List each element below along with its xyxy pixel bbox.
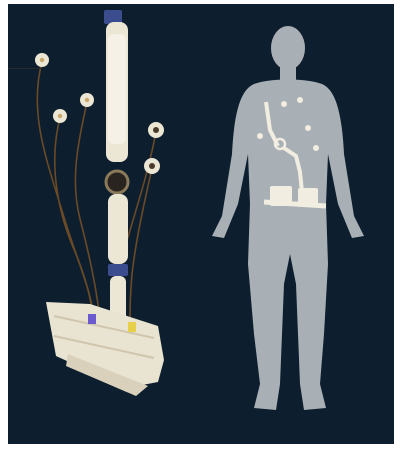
photo-panel xyxy=(8,4,394,444)
illustration xyxy=(8,4,394,444)
corner-guide-line xyxy=(8,68,42,69)
sensor-wires xyxy=(37,62,156,326)
battery-pack xyxy=(46,302,164,396)
human-silhouette xyxy=(212,26,364,410)
harness-device xyxy=(35,10,164,396)
vertical-tube xyxy=(104,10,128,326)
